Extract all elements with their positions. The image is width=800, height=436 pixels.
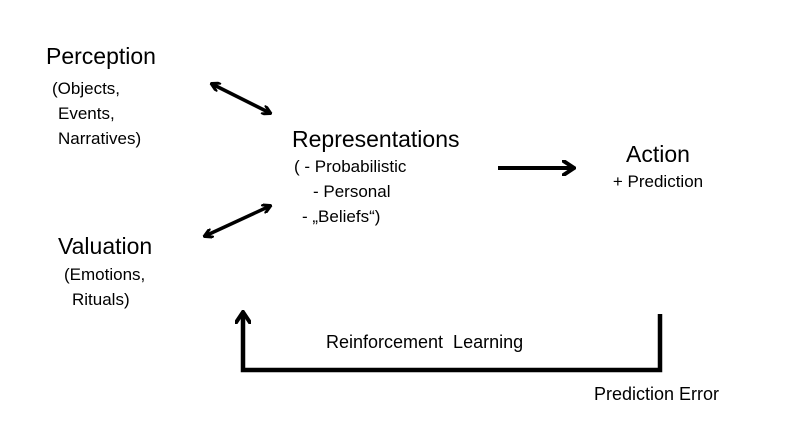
valuation-item: Rituals): [72, 290, 130, 309]
valuation-title: Valuation: [58, 233, 153, 259]
representations-item: ( - Probabilistic: [294, 157, 407, 176]
perception-item: Narratives): [58, 129, 142, 148]
representations-title: Representations: [292, 126, 460, 152]
representations-item: - „Beliefs“): [302, 207, 381, 226]
reinforcement-learning-label: Reinforcement Learning: [326, 332, 524, 352]
representations-node: Representations ( - Probabilistic - Pers…: [292, 125, 460, 229]
perception-node: Perception (Objects, Events, Narratives): [46, 42, 156, 151]
valuation-node: Valuation (Emotions, Rituals): [58, 232, 152, 312]
prediction-error-label: Prediction Error: [594, 384, 720, 404]
valuation-representations-arrow: [205, 206, 270, 236]
feedback-loop-arrow: [243, 312, 663, 373]
perception-item: Events,: [58, 104, 115, 123]
perception-item: (Objects,: [52, 79, 121, 98]
action-subtitle: + Prediction: [612, 172, 704, 191]
perception-title: Perception: [46, 43, 156, 69]
action-title: Action: [626, 141, 690, 167]
valuation-item: (Emotions,: [64, 265, 146, 284]
representations-item: - Personal: [313, 182, 391, 201]
action-node: Action + Prediction: [600, 140, 716, 194]
perception-representations-arrow: [212, 84, 270, 113]
